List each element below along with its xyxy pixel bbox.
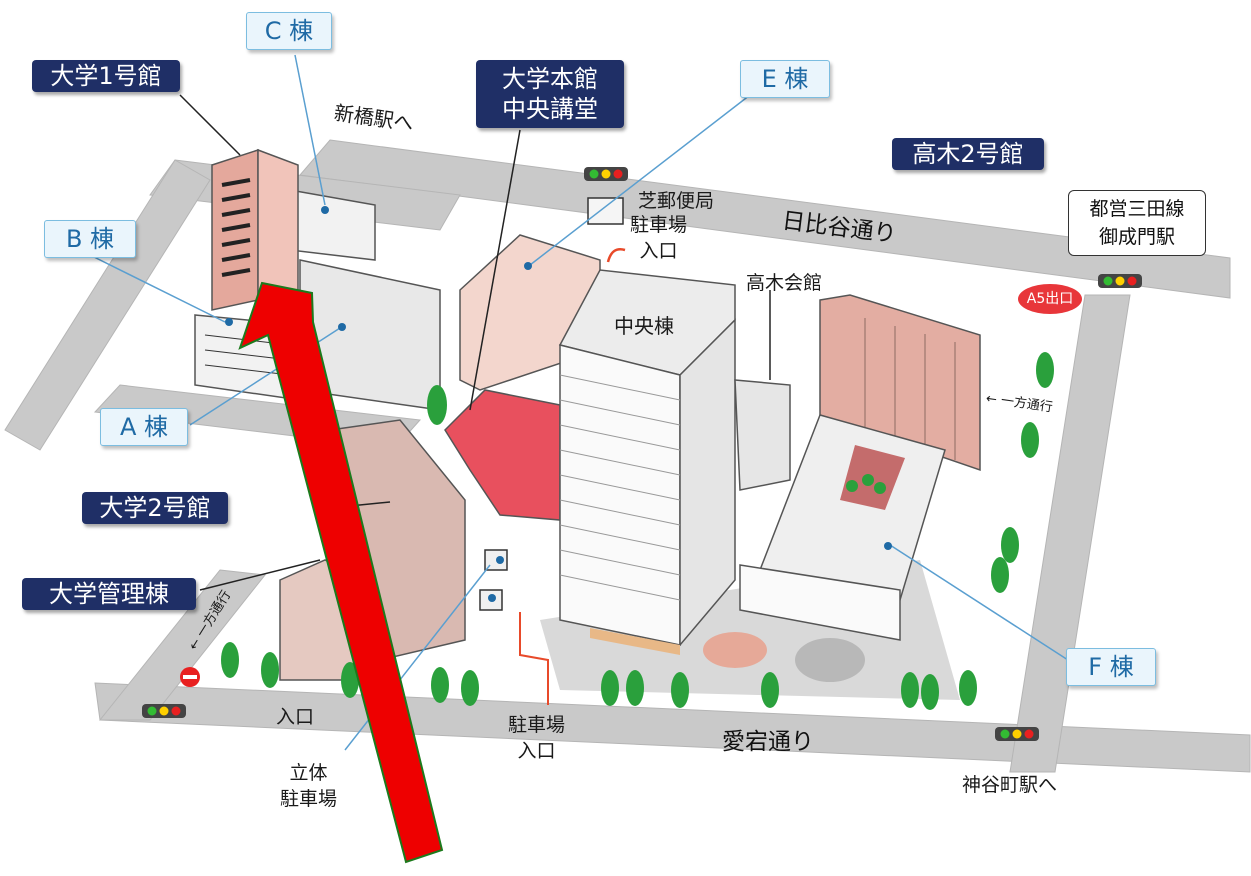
central-tower-floors xyxy=(559,374,681,601)
label-b-wing: B 棟 xyxy=(44,220,136,258)
takagi-hall-block xyxy=(734,379,791,491)
label-main-hall: 大学本館 中央講堂 xyxy=(476,60,624,128)
no-entry-icon xyxy=(180,667,200,687)
label-takagi-hall: 高木会館 xyxy=(746,272,823,294)
central-tower-base xyxy=(590,628,680,655)
label-multistory-parking: 立体 駐車場 xyxy=(280,760,337,812)
parking-south-arrow-icon xyxy=(519,612,549,705)
central-tower-front xyxy=(559,344,681,646)
highlight-arrow xyxy=(238,281,444,864)
label-a-wing: A 棟 xyxy=(100,408,188,446)
station-line: 都営三田線 xyxy=(1089,198,1185,220)
univ1-tower-front xyxy=(211,148,259,311)
label-c-wing: C 棟 xyxy=(246,12,332,50)
label-main-hall-line2: 中央講堂 xyxy=(502,95,598,123)
traffic-light-west xyxy=(142,704,186,718)
label-parking-north: 駐車場 入口 xyxy=(630,212,687,264)
central-tower xyxy=(558,269,736,655)
station-name: 御成門駅 xyxy=(1098,226,1175,248)
label-main-hall-line1: 大学本館 xyxy=(502,65,598,93)
label-univ2: 大学2号館 xyxy=(82,492,228,524)
label-central-tower: 中央棟 xyxy=(614,314,674,338)
road-south-diag xyxy=(98,569,266,721)
label-parking-south: 駐車場 入口 xyxy=(508,712,565,764)
label-multistory-line2: 駐車場 xyxy=(280,788,338,810)
label-parking-south-line2: 入口 xyxy=(517,740,556,762)
traffic-light-north xyxy=(584,167,628,181)
takagi2-columns xyxy=(864,318,956,460)
traffic-light-south xyxy=(995,727,1039,741)
f-wing-complex xyxy=(739,414,946,641)
label-parking-north-line1: 駐車場 xyxy=(630,214,688,236)
f-wing-historic-front xyxy=(739,564,901,641)
parking-north-arrow-icon xyxy=(606,248,626,263)
label-atago-street: 愛宕通り xyxy=(722,729,814,755)
building-cluster-abc xyxy=(194,189,441,411)
road-north xyxy=(299,139,1231,299)
leader-dots xyxy=(225,206,892,602)
leader-lines xyxy=(179,94,771,591)
label-univ1: 大学1号館 xyxy=(32,60,180,92)
road-west xyxy=(4,159,211,451)
label-e-wing: E 棟 xyxy=(740,60,830,98)
label-to-kamiyacho: 神谷町駅へ xyxy=(962,774,1058,796)
label-f-wing: F 棟 xyxy=(1066,648,1156,686)
station-callout: 都営三田線 御成門駅 xyxy=(1068,190,1206,256)
univ1-windows xyxy=(221,178,251,277)
trees xyxy=(221,352,1054,710)
plaza-fountain xyxy=(703,632,767,668)
label-admin: 大学管理棟 xyxy=(22,578,196,610)
station-exit-badge: A5出口 xyxy=(1018,284,1082,314)
univ1-tower xyxy=(211,148,299,314)
label-takagi2: 高木2号館 xyxy=(892,138,1044,170)
label-post-office: 芝郵便局 xyxy=(638,190,715,212)
central-tower-side xyxy=(679,318,736,648)
traffic-light-east xyxy=(1098,274,1142,288)
plaza-rock xyxy=(795,638,865,682)
post-office-building xyxy=(587,197,624,225)
label-parking-north-line2: 入口 xyxy=(639,240,678,262)
label-multistory-line1: 立体 xyxy=(289,762,328,784)
road-east xyxy=(1009,294,1131,773)
label-parking-south-line1: 駐車場 xyxy=(508,714,566,736)
label-entrance: 入口 xyxy=(276,706,315,728)
